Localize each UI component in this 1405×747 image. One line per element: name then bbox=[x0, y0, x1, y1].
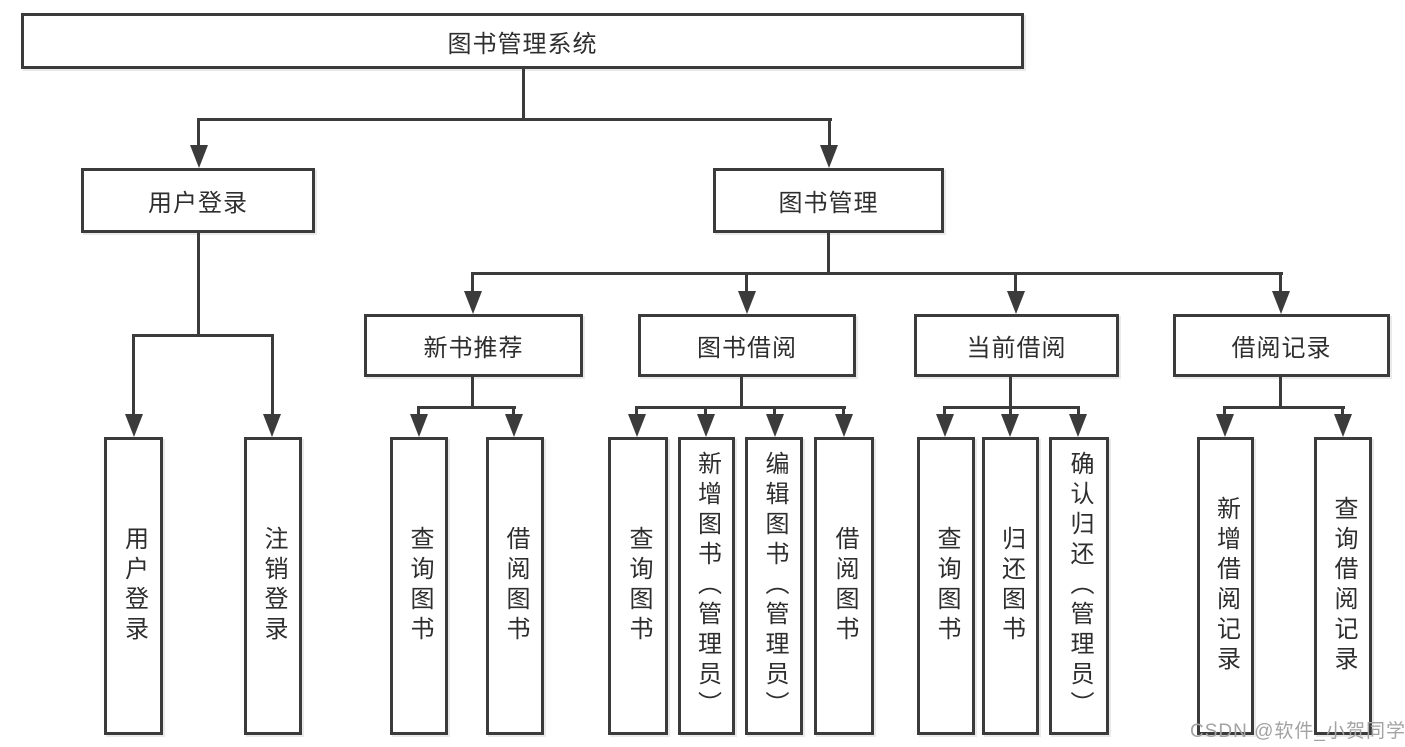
arrow-down-icon bbox=[190, 145, 208, 168]
node-user-login: 用户登录 bbox=[81, 168, 315, 233]
leaf-logout: 注销登录 bbox=[244, 437, 302, 735]
leaf-logout-label: 注销登录 bbox=[260, 526, 287, 646]
connector-line bbox=[417, 406, 420, 417]
connector-line bbox=[635, 406, 638, 417]
connector-line bbox=[197, 118, 832, 121]
node-borrowing-records-label: 借阅记录 bbox=[1231, 335, 1332, 362]
connector-line bbox=[271, 334, 274, 418]
connector-line bbox=[1014, 272, 1017, 294]
connector-line bbox=[471, 272, 1283, 275]
connector-line bbox=[512, 406, 515, 417]
connector-line bbox=[635, 406, 846, 409]
connector-line bbox=[471, 272, 474, 294]
node-book-borrowing: 图书借阅 bbox=[638, 314, 856, 377]
node-new-book-recommend-label: 新书推荐 bbox=[423, 335, 524, 362]
connector-line bbox=[1077, 406, 1080, 417]
leaf-edit-book-admin: 编辑图书（管理员） bbox=[745, 437, 803, 735]
leaf-confirm-return-admin-label: 确认归还（管理员） bbox=[1066, 451, 1093, 721]
connector-line bbox=[943, 406, 946, 417]
arrow-down-icon bbox=[1216, 414, 1234, 437]
leaf-return-book-label: 归还图书 bbox=[997, 526, 1025, 646]
connector-line bbox=[132, 334, 274, 337]
leaf-borrow-book-recommend-label: 借阅图书 bbox=[502, 526, 529, 646]
connector-line bbox=[1279, 377, 1282, 408]
connector-line bbox=[1223, 406, 1345, 409]
connector-line bbox=[132, 334, 135, 418]
node-book-management-label: 图书管理 bbox=[778, 190, 879, 217]
leaf-query-borrow-record-label: 查询借阅记录 bbox=[1330, 496, 1357, 676]
arrow-down-icon bbox=[936, 414, 954, 437]
leaf-query-book-borrowing: 查询图书 bbox=[608, 437, 668, 735]
arrow-down-icon bbox=[1007, 291, 1025, 314]
node-library-system: 图书管理系统 bbox=[21, 13, 1024, 69]
connector-line bbox=[1223, 406, 1226, 417]
arrow-down-icon bbox=[410, 414, 428, 437]
connector-line bbox=[704, 406, 707, 417]
arrow-down-icon bbox=[464, 291, 482, 314]
node-library-system-label: 图书管理系统 bbox=[447, 30, 598, 58]
leaf-add-book-admin-label: 新增图书（管理员） bbox=[693, 451, 721, 721]
node-book-borrowing-label: 图书借阅 bbox=[697, 335, 797, 362]
arrow-down-icon bbox=[125, 414, 143, 437]
leaf-borrow-book-borrowing: 借阅图书 bbox=[814, 437, 874, 735]
connector-line bbox=[417, 406, 516, 409]
node-current-borrowing: 当前借阅 bbox=[914, 314, 1119, 377]
arrow-down-icon bbox=[1272, 291, 1290, 314]
node-book-management: 图书管理 bbox=[713, 168, 944, 233]
leaf-query-book-current-label: 查询图书 bbox=[933, 526, 960, 646]
arrow-down-icon bbox=[263, 414, 281, 437]
connector-line bbox=[828, 118, 831, 150]
arrow-down-icon bbox=[1334, 414, 1352, 437]
node-borrowing-records: 借阅记录 bbox=[1173, 314, 1390, 377]
connector-line bbox=[1341, 406, 1344, 417]
arrow-down-icon bbox=[1001, 414, 1019, 437]
arrow-down-icon bbox=[1069, 414, 1087, 437]
leaf-query-book-current: 查询图书 bbox=[917, 437, 975, 735]
leaf-user-login: 用户登录 bbox=[104, 437, 163, 735]
node-new-book-recommend: 新书推荐 bbox=[364, 314, 583, 377]
arrow-down-icon bbox=[766, 414, 784, 437]
connector-line bbox=[1279, 272, 1282, 294]
node-current-borrowing-label: 当前借阅 bbox=[966, 335, 1067, 362]
arrow-down-icon bbox=[835, 414, 853, 437]
connector-line bbox=[197, 233, 200, 337]
connector-line bbox=[740, 377, 743, 408]
leaf-query-borrow-record: 查询借阅记录 bbox=[1314, 437, 1372, 735]
leaf-query-book-borrowing-label: 查询图书 bbox=[625, 526, 652, 646]
leaf-borrow-book-borrowing-label: 借阅图书 bbox=[831, 526, 858, 646]
connector-line bbox=[197, 118, 200, 150]
leaf-query-book-recommend-label: 查询图书 bbox=[406, 526, 433, 646]
arrow-down-icon bbox=[820, 145, 838, 168]
arrow-down-icon bbox=[505, 414, 523, 437]
connector-line bbox=[1009, 406, 1012, 417]
connector-line bbox=[827, 233, 830, 274]
connector-line bbox=[745, 272, 748, 294]
connector-line bbox=[471, 377, 474, 408]
leaf-edit-book-admin-label: 编辑图书（管理员） bbox=[761, 451, 788, 721]
connector-line bbox=[1009, 377, 1012, 408]
leaf-add-borrow-record-label: 新增借阅记录 bbox=[1212, 496, 1240, 676]
leaf-borrow-book-recommend: 借阅图书 bbox=[486, 437, 544, 735]
connector-line bbox=[773, 406, 776, 417]
leaf-confirm-return-admin: 确认归还（管理员） bbox=[1049, 437, 1109, 735]
leaf-query-book-recommend: 查询图书 bbox=[390, 437, 448, 735]
node-user-login-label: 用户登录 bbox=[148, 190, 248, 217]
arrow-down-icon bbox=[738, 291, 756, 314]
leaf-add-book-admin: 新增图书（管理员） bbox=[678, 437, 735, 735]
leaf-user-login-label: 用户登录 bbox=[120, 526, 148, 646]
arrow-down-icon bbox=[628, 414, 646, 437]
watermark: CSDN @软件_小贺同学 bbox=[1190, 721, 1405, 742]
connector-line bbox=[842, 406, 845, 417]
connector-line bbox=[522, 69, 525, 120]
arrow-down-icon bbox=[697, 414, 715, 437]
leaf-add-borrow-record: 新增借阅记录 bbox=[1197, 437, 1254, 735]
leaf-return-book: 归还图书 bbox=[982, 437, 1039, 735]
